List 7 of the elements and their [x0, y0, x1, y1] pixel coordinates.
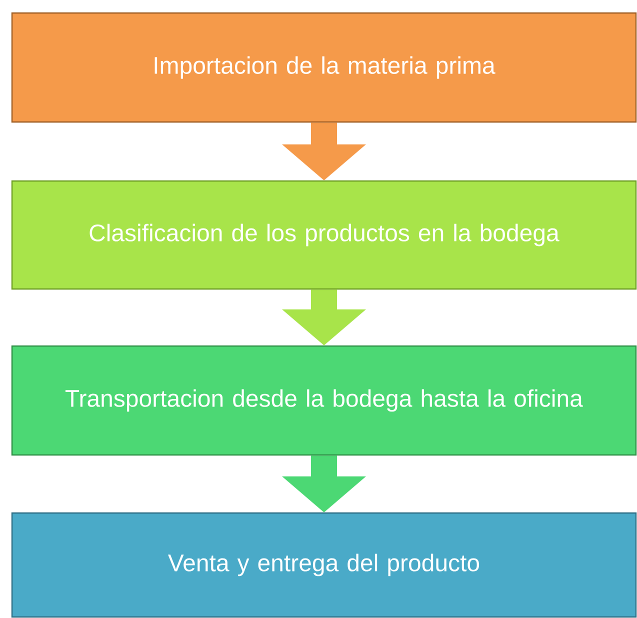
process-box: Venta y entrega del producto [11, 512, 637, 618]
process-box: Importacion de la materia prima [11, 12, 637, 123]
block-arrow [282, 122, 366, 180]
block-arrow [282, 290, 366, 346]
process-box: Clasificacion de los productos en la bodega [11, 180, 637, 290]
block-arrow [282, 456, 366, 512]
process-box: Transportacion desde la bodega hasta la oficina [11, 345, 637, 456]
